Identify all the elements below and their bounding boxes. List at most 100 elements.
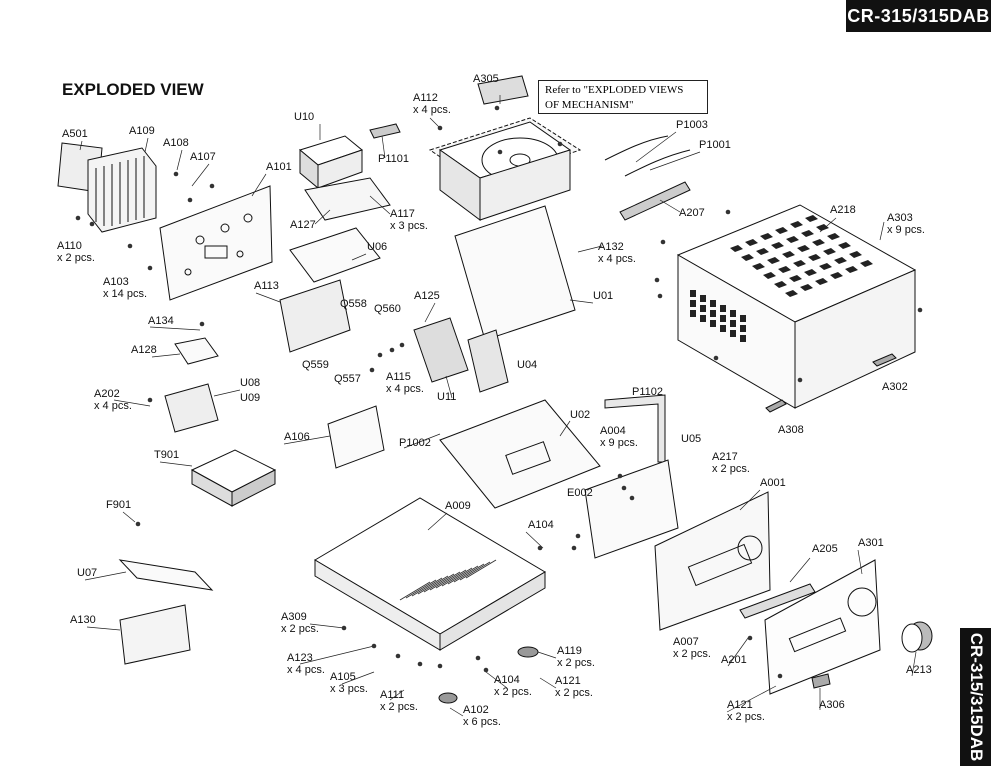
part-code: U07 xyxy=(77,567,97,579)
part-code: A113 xyxy=(254,280,279,292)
part-label-p1002: P1002 xyxy=(399,437,431,449)
part-label-a107: A107 xyxy=(190,151,216,163)
part-code: T901 xyxy=(154,449,179,461)
part-code: A110 xyxy=(57,240,82,252)
part-label-p1102: P1102 xyxy=(632,386,663,398)
part-code: A117 xyxy=(390,208,415,220)
part-code: A121 xyxy=(555,675,581,687)
part-quantity: x 4 pcs. xyxy=(413,104,451,116)
part-quantity: x 2 pcs. xyxy=(57,252,95,264)
part-label-q560: Q560 xyxy=(374,303,401,315)
part-code: A207 xyxy=(679,207,705,219)
part-code: A128 xyxy=(131,344,157,356)
part-code: U11 xyxy=(437,391,456,403)
part-quantity: x 4 pcs. xyxy=(94,400,132,412)
part-quantity: x 4 pcs. xyxy=(598,253,636,265)
part-quantity: x 3 pcs. xyxy=(390,220,428,232)
part-code: P1101 xyxy=(378,153,409,165)
part-code: A501 xyxy=(62,128,88,140)
part-code: U01 xyxy=(593,290,613,302)
part-label-a127: A127 xyxy=(290,219,316,231)
part-code: A112 xyxy=(413,92,438,104)
part-label-p1101: P1101 xyxy=(378,153,409,165)
part-label-u10: U10 xyxy=(294,111,314,123)
part-code: A125 xyxy=(414,290,440,302)
part-quantity: x 2 pcs. xyxy=(555,687,593,699)
part-label-a501: A501 xyxy=(62,128,88,140)
part-code: A107 xyxy=(190,151,216,163)
part-quantity: x 4 pcs. xyxy=(287,664,325,676)
part-code: A105 xyxy=(330,671,356,683)
part-a305 xyxy=(477,75,529,105)
part-p1003-cable xyxy=(604,135,669,161)
part-label-a301: A301 xyxy=(858,537,884,549)
part-a302 xyxy=(872,353,897,367)
part-label-a101: A101 xyxy=(266,161,292,173)
rubber-feet xyxy=(438,646,539,704)
part-a106-bracket xyxy=(327,405,385,469)
part-code: U06 xyxy=(367,241,387,253)
part-code: P1002 xyxy=(399,437,431,449)
part-code: A106 xyxy=(284,431,310,443)
part-label-a113: A113 xyxy=(254,280,279,292)
part-code: A134 xyxy=(148,315,174,327)
part-code: A103 xyxy=(103,276,129,288)
part-code: A007 xyxy=(673,636,699,648)
part-quantity: x 9 pcs. xyxy=(600,437,638,449)
part-a306 xyxy=(811,673,831,689)
part-code: A217 xyxy=(712,451,738,463)
part-label-a201: A201 xyxy=(721,654,747,666)
mechanism-reference-note: Refer to "EXPLODED VIEWS OF MECHANISM" xyxy=(538,80,708,114)
part-label-a134: A134 xyxy=(148,315,174,327)
part-a207 xyxy=(619,181,691,221)
part-code: U08 xyxy=(240,377,260,389)
part-label-a128: A128 xyxy=(131,344,157,356)
part-code: A109 xyxy=(129,125,155,137)
part-code: A309 xyxy=(281,611,307,623)
part-a205 xyxy=(739,583,816,619)
part-label-u04: U04 xyxy=(517,359,537,371)
part-a301-front-cover xyxy=(764,559,881,695)
part-quantity: x 2 pcs. xyxy=(712,463,750,475)
part-label-a108: A108 xyxy=(163,137,189,149)
part-code: A121 xyxy=(727,699,753,711)
part-label-a207: A207 xyxy=(679,207,705,219)
part-label-q559: Q559 xyxy=(302,359,329,371)
part-quantity: x 4 pcs. xyxy=(386,383,424,395)
part-u10 xyxy=(298,135,364,190)
part-label-u08: U08 xyxy=(240,377,260,389)
part-u08-block xyxy=(164,383,219,433)
part-code: U10 xyxy=(294,111,314,123)
part-p1101 xyxy=(369,123,401,139)
part-code: A205 xyxy=(812,543,838,555)
part-code: U09 xyxy=(240,392,260,404)
page-title: EXPLODED VIEW xyxy=(62,80,204,99)
part-a308 xyxy=(765,399,787,413)
part-code: F901 xyxy=(106,499,131,511)
part-code: A101 xyxy=(266,161,292,173)
part-quantity: x 2 pcs. xyxy=(494,686,532,698)
part-code: A130 xyxy=(70,614,96,626)
part-code: A108 xyxy=(163,137,189,149)
part-label-a130: A130 xyxy=(70,614,96,626)
part-code: A308 xyxy=(778,424,804,436)
part-a127-plate xyxy=(304,177,391,221)
part-label-a302: A302 xyxy=(882,381,908,393)
part-u01-board xyxy=(454,205,576,341)
part-code: E002 xyxy=(567,487,593,499)
part-label-f901: F901 xyxy=(106,499,131,511)
